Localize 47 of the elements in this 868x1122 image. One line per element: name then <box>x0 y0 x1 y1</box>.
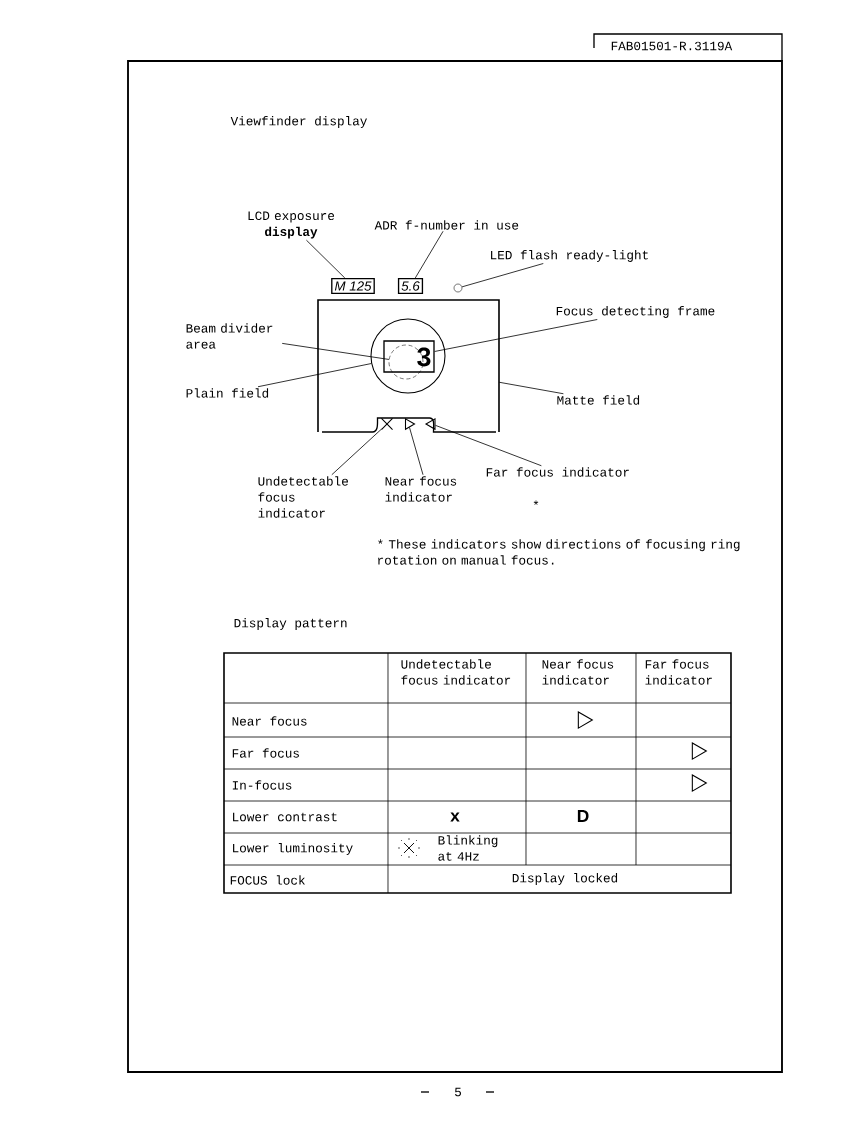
leader-line <box>498 381 564 395</box>
led-light <box>453 283 463 293</box>
callout-text: Focus detecting frame <box>556 306 715 318</box>
callout-text: Matte field <box>557 395 640 405</box>
column-header: Undetectable focus indicator <box>401 659 511 685</box>
callout-text: Near focus indicator <box>385 476 457 502</box>
section-heading: Display pattern <box>234 618 347 630</box>
leader-line <box>281 343 390 360</box>
cell-text: Display locked <box>512 873 618 885</box>
leader-line <box>434 319 598 352</box>
leader-line <box>409 427 424 476</box>
leader-line <box>461 263 544 288</box>
lcd-display-box: M 125 <box>331 277 375 295</box>
f-number-box: 5.6 <box>397 277 424 295</box>
row-header: Near focus <box>232 716 307 726</box>
focus-frame <box>383 340 435 373</box>
row-header: In-focus <box>232 780 292 790</box>
row-header: Far focus <box>232 748 299 758</box>
leader-line <box>257 363 372 388</box>
leader-line <box>331 428 382 476</box>
cell-symbol: D <box>577 810 589 822</box>
cross-indicator <box>380 417 394 431</box>
viewfinder-digit: 3 <box>417 347 431 367</box>
leader-line <box>435 424 542 467</box>
viewfinder-frame <box>317 299 500 433</box>
callout-text: Undetectable focus indicator <box>258 476 348 518</box>
callout-text: LCD exposure display <box>248 211 335 239</box>
callout-text: LED flash ready-light <box>491 250 648 262</box>
page-number: 5 <box>455 1087 461 1097</box>
asterisk: * <box>533 500 539 505</box>
cell-text: Blinking at 4Hz <box>438 835 498 861</box>
leader-line <box>414 230 444 279</box>
row-header: Lower luminosity <box>233 843 353 855</box>
row-header: FOCUS lock <box>230 875 305 885</box>
column-header: Near focus indicator <box>542 659 614 685</box>
footnote: * These indicators show directions of focusing ring rotation on manual focus. <box>378 539 740 565</box>
row-header: Lower contrast <box>233 812 337 822</box>
plain-field-circle <box>370 318 446 394</box>
callout-text: Far focus indicator <box>486 467 629 477</box>
section-heading: Viewfinder display <box>230 116 367 128</box>
callout-text: Plain field <box>186 388 269 398</box>
column-header: Far focus indicator <box>645 659 712 685</box>
leader-line <box>306 239 346 279</box>
callout-text: Beam divider area <box>186 323 273 349</box>
document-code: FAB01501-R.3119A <box>611 41 733 51</box>
cell-symbol: x <box>450 812 460 822</box>
callout-text: ADR f-number in use <box>374 220 519 230</box>
